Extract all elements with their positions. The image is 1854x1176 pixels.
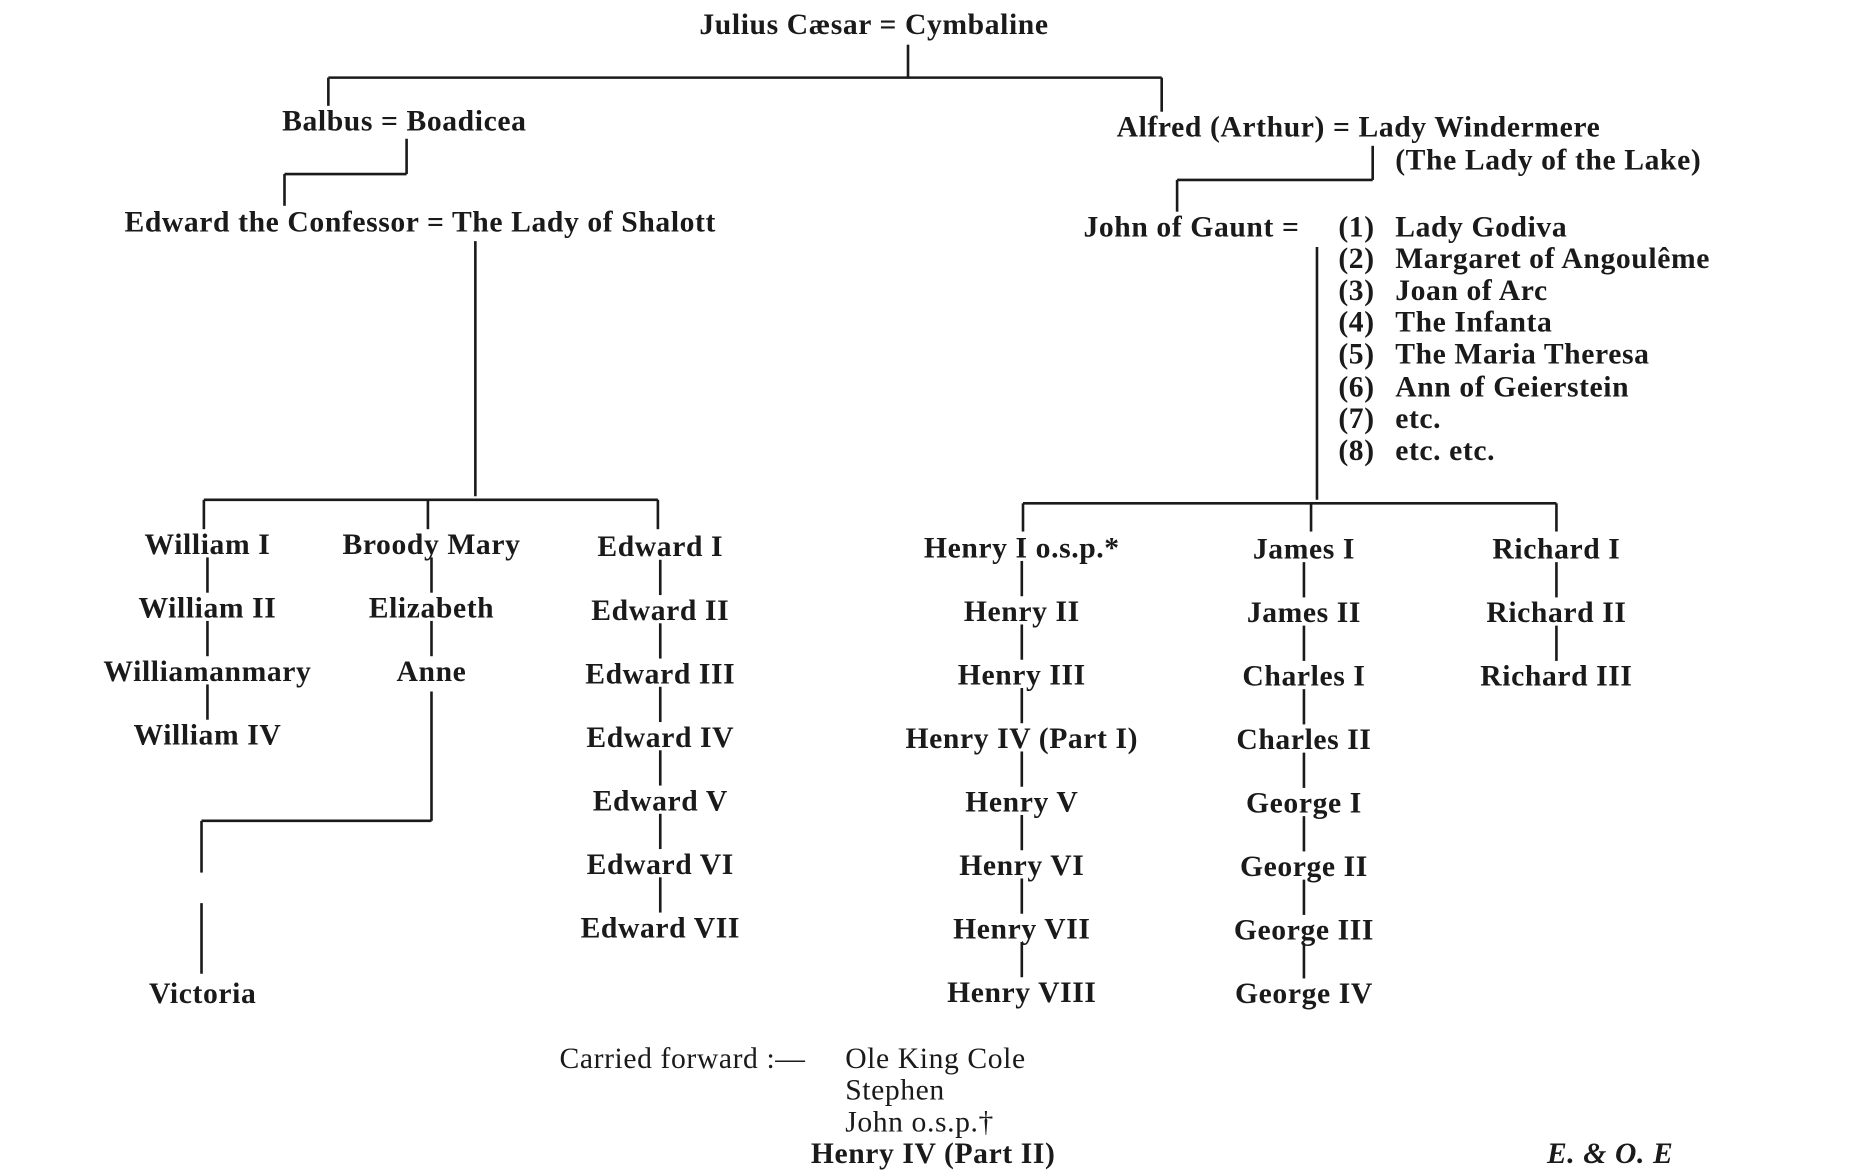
mary-line-member: Broody Mary bbox=[342, 529, 521, 561]
victoria: Victoria bbox=[149, 978, 257, 1011]
marriage-sign: = bbox=[1332, 111, 1351, 144]
wife-number: (8) bbox=[1338, 434, 1375, 467]
wife-name: Joan of Arc bbox=[1395, 275, 1548, 308]
henry-line-member: Henry IV (Part I) bbox=[905, 723, 1139, 755]
wife-number: (1) bbox=[1338, 211, 1375, 244]
richard-line-member: Richard I bbox=[1492, 533, 1621, 566]
marriage-sign: = bbox=[381, 105, 399, 138]
james-line-member: James I bbox=[1252, 533, 1355, 566]
edward-line-member: Edward I bbox=[597, 531, 724, 564]
carried-forward-name: Stephen bbox=[845, 1074, 945, 1107]
wife-name: The Maria Theresa bbox=[1395, 339, 1650, 371]
husband: Alfred (Arthur) bbox=[1116, 111, 1325, 144]
wife-number: (4) bbox=[1338, 307, 1375, 340]
husband: Edward the Confessor bbox=[124, 206, 419, 239]
richard-line-member: Richard III bbox=[1480, 660, 1633, 693]
marriage-sign: = bbox=[879, 9, 897, 42]
root-couple: Julius Cæsar = Cymbaline bbox=[699, 9, 1048, 42]
husband: John of Gaunt bbox=[1083, 211, 1274, 244]
james-line-member: Charles I bbox=[1242, 660, 1366, 693]
wife-name: Margaret of Angoulême bbox=[1395, 243, 1710, 276]
henry-line-member: Henry VII bbox=[953, 913, 1091, 946]
james-line-member: George III bbox=[1233, 914, 1374, 947]
edward-line-member: Edward II bbox=[591, 595, 730, 627]
henry-line-member: Henry VIII bbox=[947, 977, 1097, 1010]
left-child-couple: Edward the Confessor = The Lady of Shalo… bbox=[124, 207, 716, 240]
carried-forward-label: Carried forward :— bbox=[559, 1043, 806, 1075]
henry-line-member: Henry III bbox=[957, 659, 1086, 692]
edward-line-member: Edward VI bbox=[586, 849, 734, 881]
william-line-member: William IV bbox=[133, 719, 282, 752]
marriage-sign: = bbox=[1281, 211, 1300, 244]
james-line-member: James II bbox=[1246, 597, 1362, 630]
wife-name: etc. etc. bbox=[1395, 434, 1496, 467]
errata-note: E. & O. E bbox=[1546, 1138, 1674, 1171]
edward-line-member: Edward VII bbox=[580, 912, 740, 945]
wife-name: Ann of Geierstein bbox=[1395, 371, 1630, 403]
carried-forward-name: Henry IV (Part II) bbox=[810, 1138, 1056, 1171]
henry-line-member: Henry II bbox=[963, 596, 1080, 628]
root-wife: Cymbaline bbox=[904, 9, 1049, 42]
wife: The Lady of Shalott bbox=[451, 206, 716, 239]
edward-line-member: Edward IV bbox=[586, 722, 735, 754]
edward-line-member: Edward III bbox=[585, 658, 736, 691]
wife: Boadicea bbox=[406, 105, 527, 138]
wife-number: (7) bbox=[1338, 402, 1375, 435]
wife-name: The Infanta bbox=[1395, 307, 1553, 340]
william-line-member: William II bbox=[138, 592, 277, 625]
edward-line-member: Edward V bbox=[592, 785, 728, 818]
john-of-gaunt: John of Gaunt = bbox=[1083, 212, 1299, 245]
carried-forward-name: John o.s.p.† bbox=[845, 1106, 994, 1139]
henry-line-member: Henry I o.s.p.* bbox=[923, 532, 1120, 565]
mary-line-member: Anne bbox=[396, 656, 467, 688]
james-line-member: George I bbox=[1246, 787, 1362, 820]
william-line-member: William I bbox=[144, 529, 271, 561]
wife: Lady Windermere bbox=[1358, 111, 1601, 144]
right-branch-couple: Alfred (Arthur) = Lady Windermere bbox=[1117, 112, 1601, 145]
william-line-member: Williamanmary bbox=[103, 656, 312, 688]
carried-forward-name: Ole King Cole bbox=[845, 1043, 1026, 1075]
root-husband: Julius Cæsar bbox=[699, 9, 872, 42]
husband: Balbus bbox=[282, 105, 374, 138]
wife-alias: (The Lady of the Lake) bbox=[1395, 144, 1702, 177]
james-line-member: George IV bbox=[1235, 978, 1373, 1011]
mary-line-member: Elizabeth bbox=[368, 592, 495, 625]
marriage-sign: = bbox=[426, 206, 445, 239]
wife-number: (2) bbox=[1338, 243, 1375, 276]
left-branch-couple: Balbus = Boadicea bbox=[282, 106, 526, 139]
henry-line-member: Henry VI bbox=[959, 850, 1085, 882]
james-line-member: Charles II bbox=[1236, 724, 1372, 757]
wife-number: (3) bbox=[1338, 275, 1375, 308]
james-line-member: George II bbox=[1239, 851, 1368, 884]
wife-number: (6) bbox=[1338, 371, 1375, 403]
richard-line-member: Richard II bbox=[1486, 597, 1627, 630]
wife-name: etc. bbox=[1395, 402, 1442, 435]
wife-name: Lady Godiva bbox=[1395, 211, 1568, 244]
henry-line-member: Henry V bbox=[965, 786, 1079, 819]
wife-number: (5) bbox=[1338, 339, 1375, 371]
